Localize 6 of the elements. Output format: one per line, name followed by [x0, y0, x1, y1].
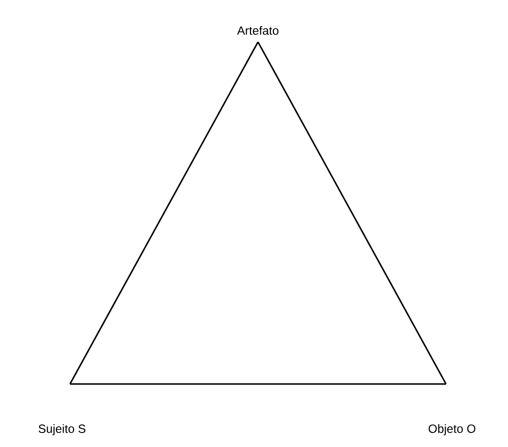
triangle-side [257, 42, 447, 384]
vertex-label: Objeto O [428, 424, 476, 436]
triangle-side [70, 383, 446, 385]
vertex-label: Sujeito S [38, 424, 86, 436]
vertex-label: Artefato [237, 26, 278, 35]
triangle-side [69, 42, 259, 384]
